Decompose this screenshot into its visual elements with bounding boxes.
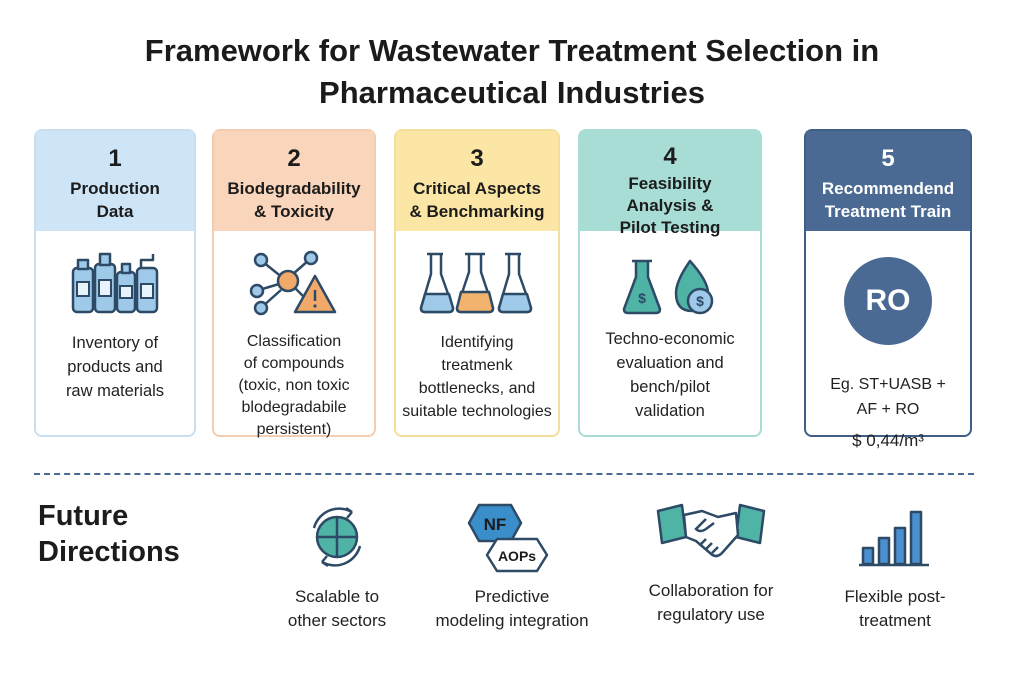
svg-text:$: $ [696,293,704,309]
step-card-5: 5 Recommendend Treatment Train RO Eg. ST… [804,129,972,450]
svg-text:$: $ [638,290,646,306]
title-line-2: Pharmaceutical Industries [319,75,705,110]
treatment-cost: $ 0,44/m³ [852,431,924,450]
future-item-label: Scalable to other sectors [287,587,387,630]
step-card-1: 1 Production Data Inventory of products [34,129,196,437]
handshake-icon [626,495,796,573]
bottles-icon [36,243,194,323]
step-header-5: 5 Recommendend Treatment Train [806,131,970,231]
step-heading: Feasibility Analysis & Pilot Testing [619,174,721,237]
future-item-label: Collaboration for regulatory use [648,581,774,624]
step-card-4: 4 Feasibility Analysis & Pilot Testing $… [578,129,762,437]
step-description: Identifying treatmenk bottlenecks, and s… [402,334,552,420]
step-heading: Critical Aspects & Benchmarking [409,179,545,221]
nf-label: NF [484,515,507,534]
treatment-train-text: Eg. ST+UASB + AF + RO [830,376,946,418]
step-header-4: 4 Feasibility Analysis & Pilot Testing [580,131,760,237]
bar-chart-icon [820,495,970,579]
step-description: Techno-economic evaluation and bench/pil… [605,330,735,420]
step-number: 4 [663,143,677,170]
step-header-3: 3 Critical Aspects & Benchmarking [396,131,558,231]
step-number: 1 [108,145,122,172]
step-heading: Recommendend Treatment Train [821,179,955,221]
step-card-3: 3 Critical Aspects & Benchmarking Identi… [394,129,560,437]
flask-money-icon: $ $ [580,255,760,319]
future-item-flexible: Flexible post- treatment [820,495,970,633]
step-header-1: 1 Production Data [36,131,194,231]
step-number: 2 [287,145,301,172]
step-heading: Biodegradability & Toxicity [227,179,361,221]
flasks-icon [396,243,558,323]
step-description: Eg. ST+UASB + AF + RO $ 0,44/m³ [806,347,970,478]
nf-aops-hexagon-icon: NF AOPs [412,495,612,579]
step-description: Classification of compounds (toxic, non … [238,333,350,438]
page-title: Framework for Wastewater Treatment Selec… [0,30,1024,114]
ro-badge: RO [844,257,932,345]
future-item-label: Flexible post- treatment [844,587,946,630]
molecule-warning-icon [214,243,374,323]
step-card-2: 2 Biodegradability & Toxicity Classi [212,129,376,438]
future-item-scalable: Scalable to other sectors [262,495,412,633]
future-item-label: Predictive modeling integration [435,587,589,630]
step-description: Inventory of products and raw materials [65,334,165,400]
future-item-collaboration: Collaboration for regulatory use [626,495,796,627]
aops-label: AOPs [498,548,536,564]
step-header-2: 2 Biodegradability & Toxicity [214,131,374,231]
ro-badge-area: RO [806,255,970,347]
step-number: 3 [470,145,484,172]
future-item-predictive: NF AOPs Predictive modeling integration [412,495,612,633]
step-number: 5 [881,145,895,172]
title-line-1: Framework for Wastewater Treatment Selec… [144,33,880,68]
section-divider [34,473,974,475]
globe-cycle-icon [262,495,412,579]
future-directions-title: Future Directions [38,500,180,568]
step-heading: Production Data [70,179,160,221]
